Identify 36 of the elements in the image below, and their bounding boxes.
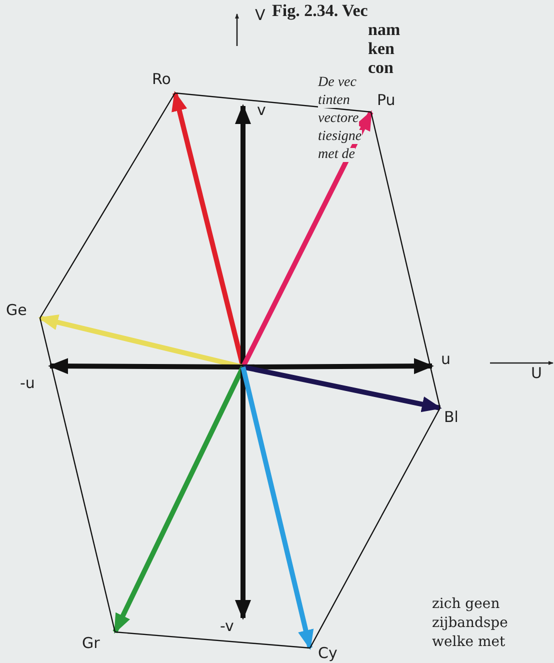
vector-arrow bbox=[48, 358, 244, 374]
axis-label: U bbox=[531, 366, 542, 381]
vector-label: Gr bbox=[82, 636, 100, 651]
vector-arrow bbox=[235, 104, 251, 367]
figure-caption: Fig. 2.34. Vec bbox=[272, 2, 368, 19]
vector-arrow bbox=[242, 364, 442, 412]
caption-text: tinten bbox=[318, 94, 350, 108]
hexagon-side-line bbox=[114, 631, 310, 649]
hexagon-side-line bbox=[39, 92, 176, 318]
hexagon-side-line bbox=[309, 408, 441, 648]
figure-caption: ken bbox=[368, 40, 394, 57]
caption-text: met de bbox=[318, 148, 355, 162]
vector-arrow bbox=[235, 367, 251, 620]
hexagon-side-line bbox=[174, 92, 372, 113]
vector-label: v bbox=[257, 103, 266, 118]
hexagon-side-line bbox=[39, 318, 116, 632]
vector-arrow bbox=[240, 366, 314, 650]
hexagon-side-line bbox=[370, 112, 441, 408]
vector-label: Cy bbox=[318, 646, 338, 661]
body-text: zijbandspe bbox=[432, 616, 508, 630]
body-text: welke met bbox=[432, 635, 506, 649]
vector-arrow bbox=[112, 366, 246, 634]
vector-label: Bl bbox=[444, 410, 458, 425]
vector-label: Pu bbox=[377, 93, 396, 108]
figure-caption: con bbox=[368, 59, 394, 76]
vector-label: -v bbox=[220, 619, 234, 634]
figure-caption: nam bbox=[368, 21, 400, 38]
vector-label: Ro bbox=[152, 72, 171, 87]
vector-label: -u bbox=[20, 376, 35, 391]
body-text: zich geen bbox=[432, 597, 500, 611]
vector-label: u bbox=[441, 352, 451, 367]
caption-text: tiesigne bbox=[318, 130, 362, 144]
caption-text: vectore bbox=[318, 112, 359, 126]
axis-label: V bbox=[255, 8, 266, 23]
vector-label: Ge bbox=[6, 303, 27, 318]
vector-arrow bbox=[242, 358, 434, 374]
